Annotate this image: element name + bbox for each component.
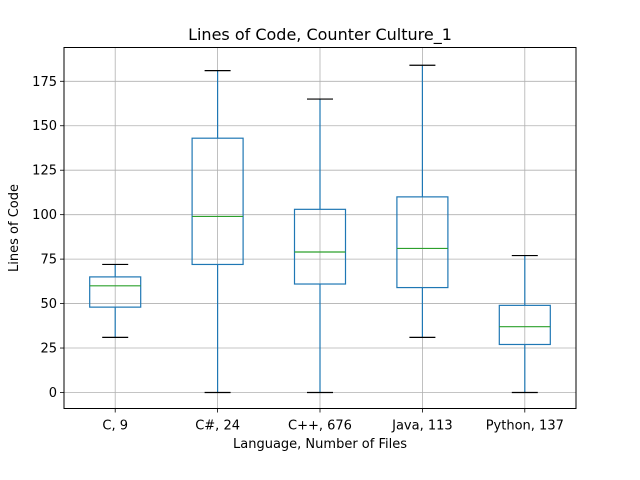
y-tick-label: 175: [32, 75, 57, 90]
chart-title: Lines of Code, Counter Culture_1: [188, 25, 452, 45]
y-axis: 0 25 50 75 100 125 150 175: [32, 75, 64, 401]
y-tick-label: 75: [40, 253, 57, 268]
iqr-box: [89, 276, 142, 308]
x-tick-label: Java, 113: [391, 419, 453, 434]
box-group: [498, 254, 551, 394]
iqr-box: [191, 137, 244, 266]
x-axis-label: Language, Number of Files: [233, 437, 407, 452]
box-group: [89, 263, 142, 338]
box-group: [191, 70, 244, 394]
iqr-box: [498, 304, 551, 346]
x-tick-label: C#, 24: [195, 419, 240, 434]
iqr-box: [293, 208, 347, 285]
y-tick-label: 25: [40, 342, 57, 357]
x-tick-label: C++, 676: [288, 419, 352, 434]
iqr-box: [396, 196, 449, 289]
y-tick-label: 0: [49, 386, 57, 401]
x-tick-label: C, 9: [102, 419, 128, 434]
y-tick-label: 100: [32, 208, 57, 223]
x-axis: C, 9 C#, 24 C++, 676 Java, 113 Python, 137: [102, 408, 564, 434]
y-axis-label: Lines of Code: [7, 184, 22, 272]
y-tick-label: 50: [40, 297, 57, 312]
box-group: [396, 64, 449, 338]
boxes: [89, 64, 551, 394]
y-tick-label: 150: [32, 119, 57, 134]
x-tick-label: Python, 137: [486, 419, 564, 434]
box-group: [293, 98, 347, 394]
y-tick-label: 125: [32, 164, 57, 179]
